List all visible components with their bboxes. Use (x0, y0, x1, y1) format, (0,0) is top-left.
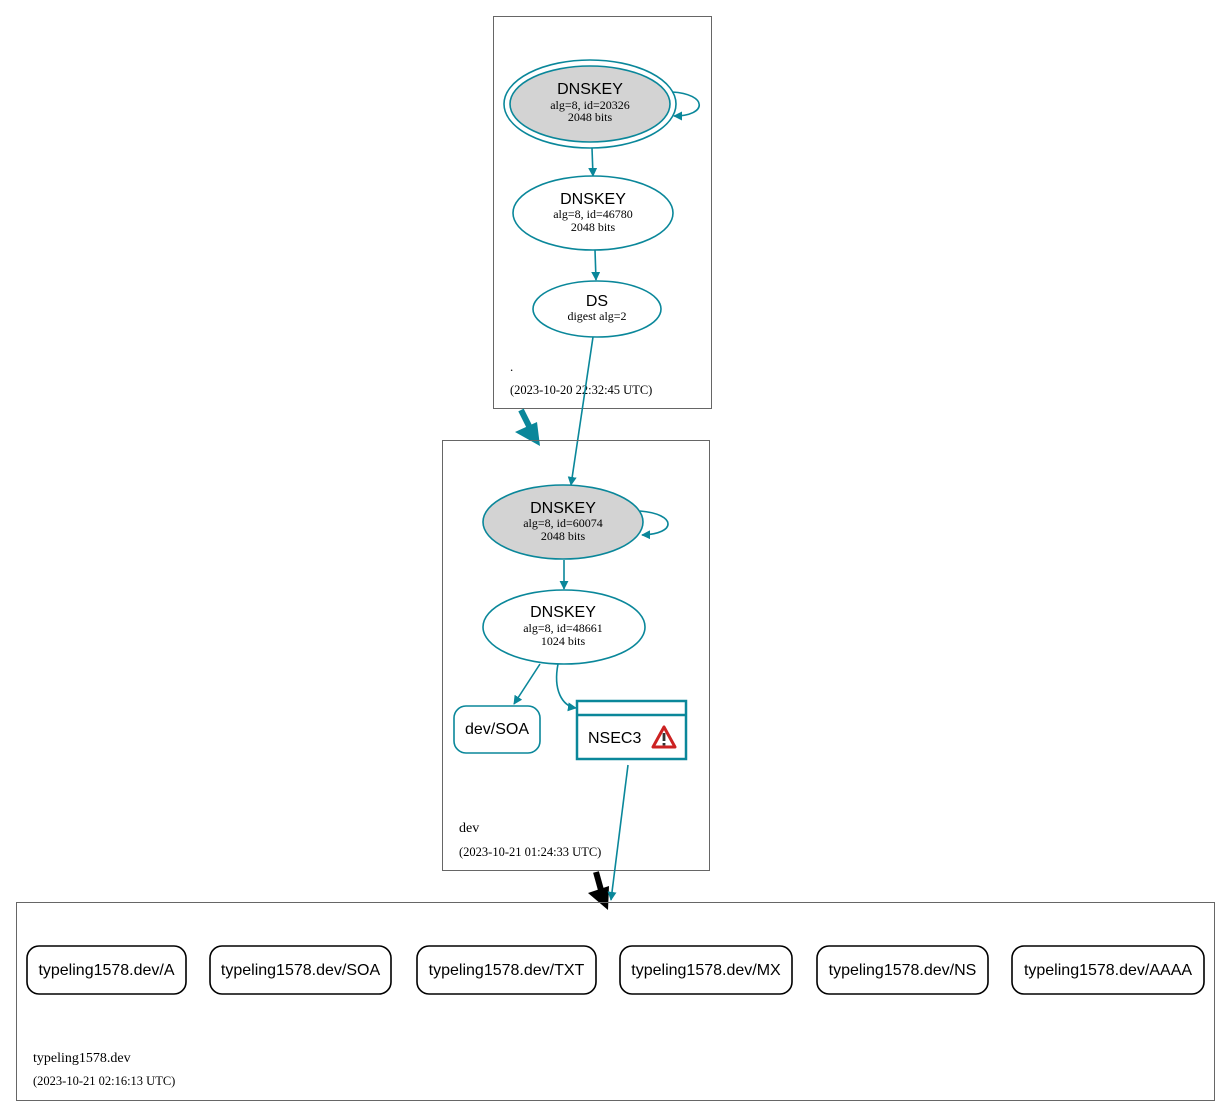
self-sign-loop-root (671, 91, 701, 121)
zone-dev-timestamp: (2023-10-21 01:24:33 UTC) (459, 845, 601, 859)
rrset-label: typeling1578.dev/SOA (221, 962, 381, 979)
dnskey-bits: 1024 bits (541, 634, 586, 648)
zone-leaf-timestamp: (2023-10-21 02:16:13 UTC) (33, 1074, 175, 1088)
dnskey-alg-id: alg=8, id=46780 (553, 207, 633, 221)
edge-ds-dev-ksk (567, 336, 594, 486)
nsec3-record[interactable]: NSEC3 (575, 699, 688, 761)
rrset-dev-soa[interactable]: dev/SOA (453, 705, 541, 754)
rrset-label: typeling1578.dev/AAAA (1024, 962, 1192, 979)
rrset-a[interactable]: typeling1578.dev/A (26, 945, 187, 995)
dnskey-alg-id: alg=8, id=20326 (550, 98, 630, 112)
dnskey-zsk-dev[interactable]: DNSKEY alg=8, id=48661 1024 bits (482, 589, 646, 665)
ds-record[interactable]: DS digest alg=2 (532, 280, 662, 338)
rrset-label: typeling1578.dev/A (38, 962, 174, 979)
rrset-label: typeling1578.dev/TXT (429, 962, 585, 979)
dnskey-bits: 2048 bits (568, 110, 613, 124)
zone-root: . (2023-10-20 22:32:45 UTC) DNSKEY alg=8… (493, 16, 712, 409)
dnskey-bits: 2048 bits (541, 529, 586, 543)
dnskey-title: DNSKEY (530, 500, 596, 517)
rrset-aaaa[interactable]: typeling1578.dev/AAAA (1011, 945, 1205, 995)
zone-root-name: . (510, 359, 513, 374)
dnskey-title: DNSKEY (530, 604, 596, 621)
warning-icon (651, 725, 677, 749)
rrset-label: typeling1578.dev/MX (631, 962, 781, 979)
edge-nsec3-leaf (607, 764, 629, 901)
dnskey-alg-id: alg=8, id=60074 (523, 516, 603, 530)
self-sign-loop-dev (639, 510, 669, 540)
dnskey-ksk-dev[interactable]: DNSKEY alg=8, id=60074 2048 bits (482, 484, 644, 560)
dnskey-title: DNSKEY (560, 191, 626, 208)
rrset-ns[interactable]: typeling1578.dev/NS (816, 945, 989, 995)
zone-dev: dev (2023-10-21 01:24:33 UTC) DNSKEY alg… (442, 440, 710, 871)
zone-root-box (493, 16, 712, 409)
edge-ksk-zsk-root (588, 147, 598, 177)
ds-digest-alg: digest alg=2 (567, 309, 626, 323)
dnskey-alg-id: alg=8, id=48661 (523, 621, 603, 635)
edge-zsk-ds (591, 249, 601, 281)
dnskey-ksk-root[interactable]: DNSKEY alg=8, id=20326 2048 bits (503, 59, 677, 149)
zone-root-timestamp: (2023-10-20 22:32:45 UTC) (510, 383, 652, 397)
ds-title: DS (586, 293, 608, 310)
dnskey-bits: 2048 bits (571, 220, 616, 234)
delegation-arrow-dev-leaf (588, 871, 609, 910)
zone-leaf-box (16, 902, 1215, 1101)
zone-leaf-name: typeling1578.dev (33, 1051, 131, 1066)
rrset-mx[interactable]: typeling1578.dev/MX (619, 945, 793, 995)
edge-zsk-nsec3 (555, 663, 577, 712)
zone-dev-name: dev (459, 821, 479, 836)
nsec3-label: NSEC3 (588, 730, 641, 747)
rrset-txt[interactable]: typeling1578.dev/TXT (416, 945, 597, 995)
rrset-soa[interactable]: typeling1578.dev/SOA (209, 945, 392, 995)
dnskey-zsk-root[interactable]: DNSKEY alg=8, id=46780 2048 bits (512, 175, 674, 251)
edge-zsk-soa (513, 663, 541, 705)
dnskey-title: DNSKEY (557, 81, 623, 98)
zone-leaf: typeling1578.dev (2023-10-21 02:16:13 UT… (16, 902, 1215, 1101)
rrset-label: typeling1578.dev/NS (829, 962, 977, 979)
zone-dev-box (442, 440, 710, 871)
rrset-label: dev/SOA (465, 721, 529, 738)
